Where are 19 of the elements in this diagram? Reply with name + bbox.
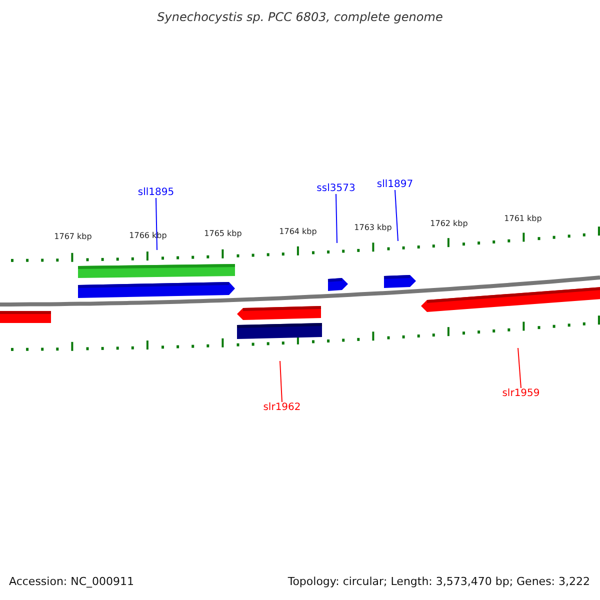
gene-label: slr1959 bbox=[502, 388, 540, 399]
scale-label: 1765 kbp bbox=[204, 229, 242, 238]
leader-line bbox=[394, 190, 398, 242]
scale-label: 1763 kbp bbox=[354, 223, 392, 232]
gene-label: slr1962 bbox=[263, 402, 301, 413]
leader-line bbox=[156, 198, 158, 250]
genome-info-text: Topology: circular; Length: 3,573,470 bp; Genes: 3,222 bbox=[288, 575, 590, 588]
title: Synechocystis sp. PCC 6803, complete genome bbox=[156, 10, 444, 24]
scale-label: 1761 kbp bbox=[504, 214, 542, 223]
leader-line bbox=[336, 194, 338, 244]
gene-label: sll1897 bbox=[376, 179, 414, 190]
scale-label: 1767 kbp bbox=[54, 232, 92, 241]
scale-label: 1762 kbp bbox=[430, 219, 468, 228]
accession-text: Accession: NC_000911 bbox=[9, 575, 134, 588]
scale-label: 1764 kbp bbox=[279, 227, 317, 236]
leader-line bbox=[518, 348, 522, 388]
gene-label: sll1895 bbox=[138, 187, 174, 198]
leader-line bbox=[280, 360, 282, 402]
gene-label: ssl3573 bbox=[316, 183, 356, 194]
